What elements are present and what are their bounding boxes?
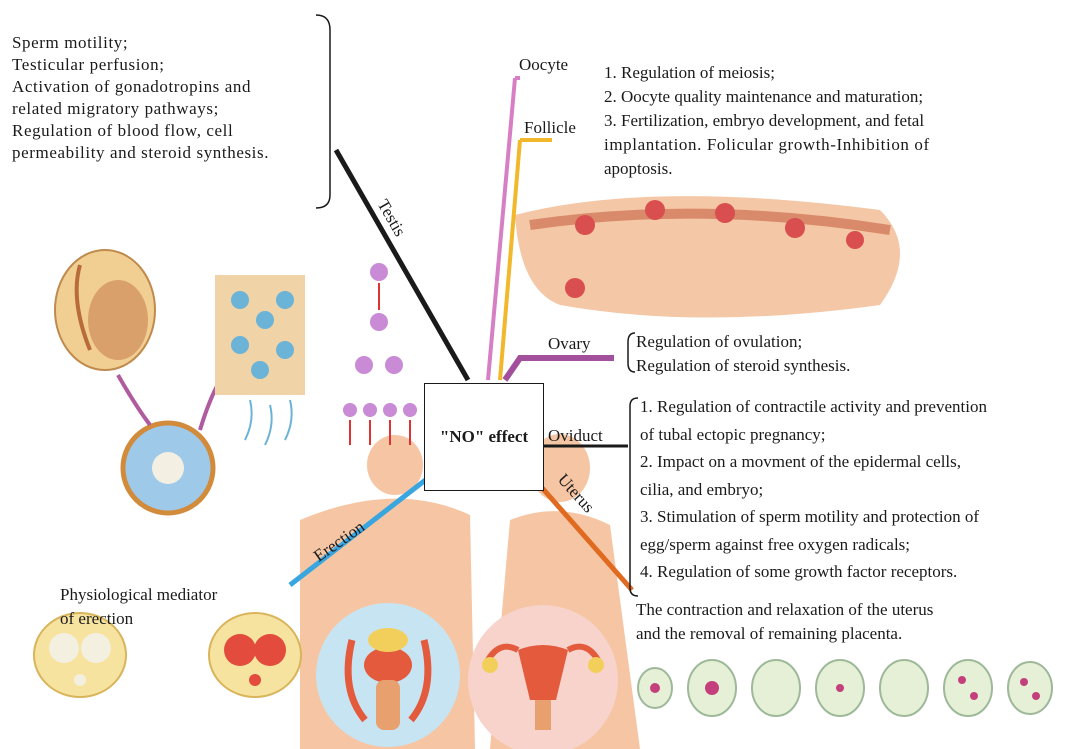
no-effect-label: "NO" effect — [440, 427, 528, 447]
follicle-effect: 3. Fertilization, embryo development, an… — [604, 109, 930, 133]
oviduct-effect: 4. Regulation of some growth factor rece… — [640, 558, 987, 586]
uterus-effects: The contraction and relaxation of the ut… — [636, 598, 933, 646]
oviduct-bracket — [630, 398, 638, 596]
erection-effect: Physiological mediator — [60, 583, 217, 607]
follicle-effect: 2. Oocyte quality maintenance and matura… — [604, 85, 930, 109]
sperm-cells-icon — [245, 400, 292, 445]
oviduct-effect: cilia, and embryo; — [640, 476, 987, 504]
meiosis-cells-icon — [343, 263, 417, 445]
uterus-effect: The contraction and relaxation of the ut… — [636, 598, 933, 622]
no-effect-box: "NO" effect — [424, 383, 544, 491]
follicle-effect: 1. Regulation of meiosis; — [604, 61, 930, 85]
testis-bracket — [316, 15, 330, 208]
erection-cross-section-after — [209, 613, 301, 697]
oocyte-label: Oocyte — [519, 55, 568, 75]
embryo-stages-icon — [638, 660, 1052, 716]
oviduct-effect: egg/sperm against free oxygen radicals; — [640, 531, 987, 559]
ovary-effects: Regulation of ovulation; Regulation of s… — [636, 330, 850, 378]
ovary-bracket — [628, 333, 635, 372]
oviduct-effect: 3. Stimulation of sperm motility and pro… — [640, 503, 987, 531]
testis-effects: Sperm motility; Testicular perfusion; Ac… — [12, 32, 269, 164]
follicle-connector — [500, 140, 520, 380]
testis-effect: Regulation of blood flow, cell — [12, 120, 269, 142]
testis-effect: Activation of gonadotropins and — [12, 76, 269, 98]
erection-effects: Physiological mediator of erection — [60, 583, 217, 631]
ovary-connector — [505, 358, 614, 380]
oviduct-effect: 1. Regulation of contractile activity an… — [640, 393, 987, 421]
oviduct-effect: of tubal ectopic pregnancy; — [640, 421, 987, 449]
spermatogenesis-tissue-icon — [215, 275, 305, 395]
testis-effect: permeability and steroid synthesis. — [12, 142, 269, 164]
ovary-effect: Regulation of steroid synthesis. — [636, 354, 850, 378]
follicle-label: Follicle — [524, 118, 576, 138]
oviduct-effects: 1. Regulation of contractile activity an… — [640, 393, 987, 586]
testis-effect: Sperm motility; — [12, 32, 269, 54]
follicle-effect: implantation. Folicular growth-Inhibitio… — [604, 133, 930, 157]
testis-arrow — [118, 375, 150, 425]
ovary-label: Ovary — [548, 334, 590, 354]
testis-effect: Testicular perfusion; — [12, 54, 269, 76]
testis-connector — [336, 150, 468, 380]
ovary-effect: Regulation of ovulation; — [636, 330, 850, 354]
oviduct-illustration — [515, 196, 900, 317]
oviduct-label: Oviduct — [548, 426, 603, 446]
erection-effect: of erection — [60, 607, 217, 631]
uterus-effect: and the removal of remaining placenta. — [636, 622, 933, 646]
follicle-effects: 1. Regulation of meiosis; 2. Oocyte qual… — [604, 61, 930, 181]
oviduct-effect: 2. Impact on a movment of the epidermal … — [640, 448, 987, 476]
seminiferous-tubule-icon — [123, 423, 213, 513]
testis-effect: related migratory pathways; — [12, 98, 269, 120]
testis-anatomy-icon — [55, 250, 155, 370]
follicle-effect: apoptosis. — [604, 157, 930, 181]
